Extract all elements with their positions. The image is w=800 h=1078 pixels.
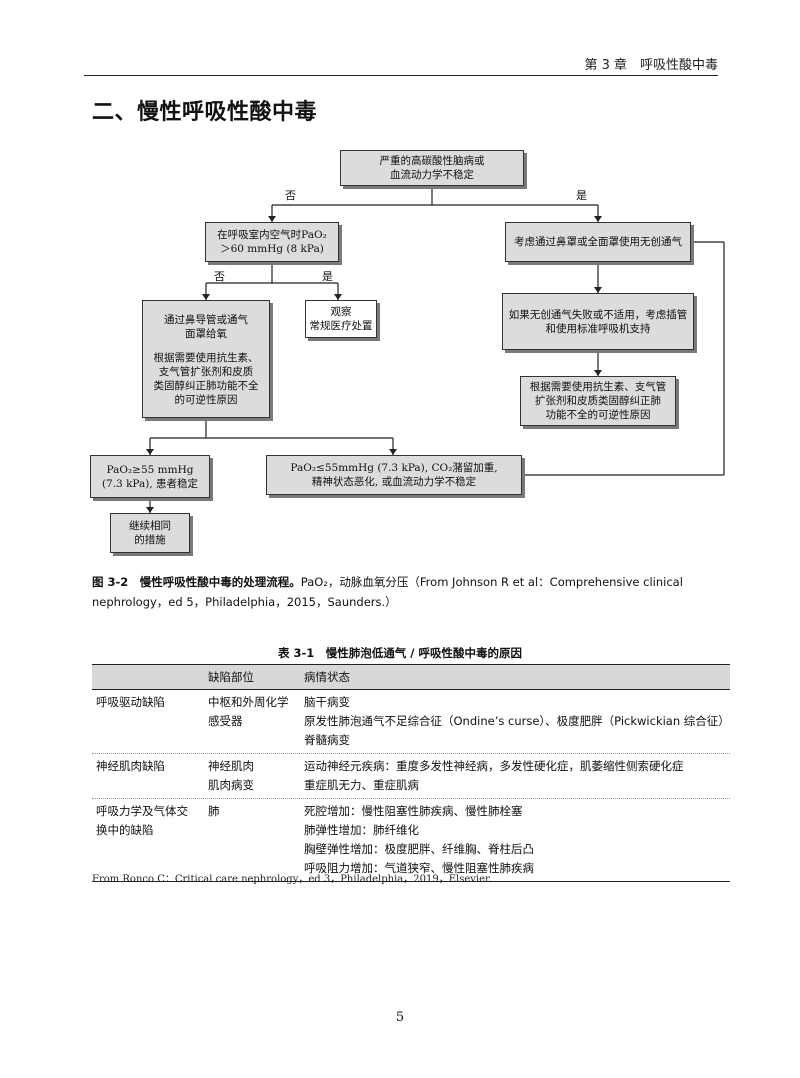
flow-box-line: 继续相同 [129, 520, 171, 532]
branch-label-no: 否 [214, 270, 225, 283]
flow-box-line: PaO₂≥55 mmHg [106, 463, 194, 476]
cell-line: 肺弹性增加：肺纤维化 [304, 823, 419, 837]
flow-box-line: PaO₂≤55mmHg (7.3 kPa), CO₂潴留加重, [290, 462, 498, 474]
table-cell-category: 神经肌肉缺陷 [92, 757, 208, 795]
cell-line: 换中的缺陷 [96, 823, 154, 837]
cell-line: 胸壁弹性增加：极度肥胖、纤维胸、脊柱后凸 [304, 842, 534, 856]
table-row: 呼吸力学及气体交 换中的缺陷 肺 死腔增加：慢性阻塞性肺疾病、慢性肺栓塞 肺弹性… [92, 798, 730, 881]
flow-box-line: 常规医疗处置 [309, 320, 373, 332]
flow-box-line: 面罩给氧 [185, 328, 227, 340]
cell-line: 中枢和外周化学 [208, 695, 289, 709]
flow-box-line: 根据需要使用抗生素、 [153, 352, 259, 364]
table-cell-conditions: 死腔增加：慢性阻塞性肺疾病、慢性肺栓塞 肺弹性增加：肺纤维化 胸壁弹性增加：极度… [304, 802, 730, 878]
flow-box-line: 功能不全的可逆性原因 [545, 409, 651, 421]
cell-line: 呼吸力学及气体交 [96, 804, 188, 818]
arrowhead [688, 238, 694, 246]
flow-box-line: 支气管扩张剂和皮质 [158, 366, 254, 378]
cell-line: 肺 [208, 804, 220, 818]
flow-box-line: 类固醇纠正肺功能不全 [153, 380, 259, 392]
flow-box-severe-encephalopathy: 严重的高碳酸性脑病或 血流动力学不稳定 [340, 150, 524, 186]
cell-line: 呼吸阻力增加：气道狭窄、慢性阻塞性肺疾病 [304, 861, 534, 875]
flow-box-oxygen-therapy: 通过鼻导管或通气 面罩给氧 根据需要使用抗生素、 支气管扩张剂和皮质 类固醇纠正… [142, 300, 270, 418]
flow-box-line: 严重的高碳酸性脑病或 [379, 155, 485, 167]
flow-box-line: (7.3 kPa), 患者稳定 [101, 477, 199, 490]
figure-caption: 图 3-2 慢性呼吸性酸中毒的处理流程。PaO₂，动脉血氧分压（From Joh… [92, 572, 732, 612]
cell-line: 神经肌肉 [208, 759, 254, 773]
cell-line: 脊髓病变 [304, 733, 350, 747]
flow-box-line: 血流动力学不稳定 [390, 169, 474, 181]
running-header: 第 3 章 呼吸性酸中毒 [584, 58, 718, 73]
flow-box-continue: 继续相同 的措施 [110, 513, 190, 553]
figure-caption-text: PaO₂，动脉血氧分压（From Johnson R et al：Compreh… [92, 575, 683, 609]
table-row: 呼吸驱动缺陷 中枢和外周化学 感受器 脑干病变 原发性肺泡通气不足综合征（Ond… [92, 690, 730, 753]
flow-box-line: 如果无创通气失败或不适用，考虑插管 [508, 308, 688, 321]
figure-caption-label: 图 3-2 慢性呼吸性酸中毒的处理流程。 [92, 575, 301, 589]
flow-box-line: 根据需要使用抗生素、支气管 [529, 381, 667, 393]
arrowhead [389, 449, 397, 455]
flow-box-intubation: 如果无创通气失败或不适用，考虑插管 和使用标准呼吸机支持 [502, 293, 694, 350]
table-cell-site: 神经肌肉 肌肉病变 [208, 757, 304, 795]
table-header-row: 缺陷部位 病情状态 [92, 665, 730, 690]
table-header-cell: 病情状态 [304, 670, 350, 684]
cell-line: 重症肌无力、重症肌病 [304, 778, 419, 792]
table-cell-category: 呼吸力学及气体交 换中的缺陷 [92, 802, 208, 878]
table-title: 表 3-1 慢性肺泡低通气 / 呼吸性酸中毒的原因 [278, 646, 522, 660]
flow-box-line: 通过鼻导管或通气 [164, 314, 248, 326]
cell-line: 神经肌肉缺陷 [96, 759, 165, 773]
flow-box-worsening: PaO₂≤55mmHg (7.3 kPa), CO₂潴留加重, 精神状态恶化, … [266, 455, 522, 495]
flow-box-line: 的可逆性原因 [174, 394, 238, 406]
table-cell-conditions: 脑干病变 原发性肺泡通气不足综合征（Ondine’s curse）、极度肥胖（P… [304, 693, 730, 750]
table-cell-conditions: 运动神经元疾病：重度多发性神经病，多发性硬化症，肌萎缩性侧索硬化症 重症肌无力、… [304, 757, 730, 795]
cell-line: 肌肉病变 [208, 778, 254, 792]
arrowhead [146, 507, 154, 513]
cell-line: 死腔增加：慢性阻塞性肺疾病、慢性肺栓塞 [304, 804, 523, 818]
arrowhead [594, 216, 602, 222]
flow-box-line: 考虑通过鼻罩或全面罩使用无创通气 [514, 236, 682, 248]
flow-box-reversible-causes: 根据需要使用抗生素、支气管 扩张剂和皮质类固醇纠正肺 功能不全的可逆性原因 [520, 376, 676, 426]
table-cell-category: 呼吸驱动缺陷 [92, 693, 208, 750]
cell-line: 感受器 [208, 714, 243, 728]
flow-box-noninvasive-ventilation: 考虑通过鼻罩或全面罩使用无创通气 [505, 222, 691, 262]
table-cell-site: 中枢和外周化学 感受器 [208, 693, 304, 750]
arrowhead [334, 294, 342, 300]
table-cell-site: 肺 [208, 802, 304, 878]
causes-table: 缺陷部位 病情状态 呼吸驱动缺陷 中枢和外周化学 感受器 脑干病变 原发性肺泡通… [92, 664, 730, 882]
flow-box-line: 和使用标准呼吸机支持 [545, 322, 651, 335]
flow-box-patient-stable: PaO₂≥55 mmHg (7.3 kPa), 患者稳定 [90, 455, 210, 498]
flow-box-line: 扩张剂和皮质类固醇纠正肺 [535, 395, 661, 407]
table-header-cell: 缺陷部位 [208, 670, 254, 684]
branch-label-no: 否 [285, 189, 296, 202]
arrowhead [146, 449, 154, 455]
flow-box-line: 在呼吸室内空气时PaO₂ [217, 229, 327, 241]
flowchart-connectors [146, 186, 725, 513]
flow-box-line: 观察 [330, 306, 352, 318]
arrowhead [594, 370, 602, 376]
page-number: 5 [395, 1010, 405, 1025]
cell-line: 原发性肺泡通气不足综合征（Ondine’s curse）、极度肥胖（Pickwi… [304, 714, 730, 728]
flow-box-line: 精神状态恶化, 或血流动力学不稳定 [311, 476, 477, 488]
cell-line: 运动神经元疾病：重度多发性神经病，多发性硬化症，肌萎缩性侧索硬化症 [304, 759, 684, 773]
cell-line: 脑干病变 [304, 695, 350, 709]
table-row: 神经肌肉缺陷 神经肌肉 肌肉病变 运动神经元疾病：重度多发性神经病，多发性硬化症… [92, 753, 730, 798]
flow-box-observe: 观察 常规医疗处置 [305, 300, 377, 338]
table-source-note: From Ronco C：Critical care nephrology，ed… [92, 874, 492, 885]
arrowhead [202, 294, 210, 300]
header-rule [84, 75, 718, 76]
arrowhead [594, 287, 602, 293]
flow-box-line: ＞60 mmHg (8 kPa) [220, 243, 324, 255]
flow-box-line: 的措施 [134, 534, 166, 546]
branch-label-yes: 是 [576, 189, 587, 202]
branch-label-yes: 是 [322, 270, 333, 283]
arrowhead [268, 216, 276, 222]
flow-box-room-air-pao2: 在呼吸室内空气时PaO₂ ＞60 mmHg (8 kPa) [205, 222, 339, 262]
cell-line: 呼吸驱动缺陷 [96, 695, 165, 709]
section-title: 二、慢性呼吸性酸中毒 [92, 100, 318, 125]
